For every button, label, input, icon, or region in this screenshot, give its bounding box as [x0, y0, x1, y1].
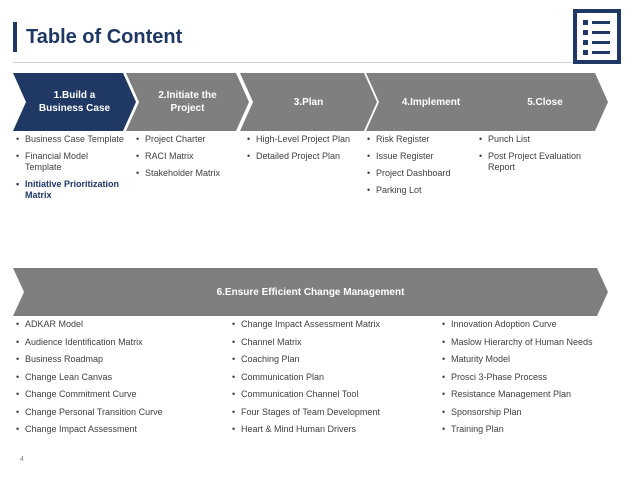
phase-initiate-project: 2.Initiate the Project: [126, 73, 249, 131]
list-item: Audience Identification Matrix: [16, 337, 216, 348]
list-item: Coaching Plan: [232, 354, 432, 365]
list-item: Change Impact Assessment Matrix: [232, 319, 432, 330]
title-accent-bar: [13, 22, 17, 52]
phase-implement: 4.Implement: [366, 73, 496, 131]
list-item: Issue Register: [367, 151, 472, 162]
list-item: Channel Matrix: [232, 337, 432, 348]
checklist-icon: [573, 9, 621, 64]
phase-build-business-case: 1.Build a Business Case: [13, 73, 136, 131]
list-item: Sponsorship Plan: [442, 407, 622, 418]
change-management-column-3: Innovation Adoption Curve Maslow Hierarc…: [442, 319, 622, 442]
list-item: Communication Plan: [232, 372, 432, 383]
page-title: Table of Content: [26, 26, 183, 48]
title-divider: [13, 62, 573, 63]
list-item: ADKAR Model: [16, 319, 216, 330]
page-number: 4: [20, 456, 24, 463]
list-item: Training Plan: [442, 424, 622, 435]
list-item: Change Personal Transition Curve: [16, 407, 216, 418]
phase-plan: 3.Plan: [240, 73, 377, 131]
list-item: Maslow Hierarchy of Human Needs: [442, 337, 622, 348]
list-item: Financial Model Template: [16, 151, 124, 173]
list-item: Business Case Template: [16, 134, 124, 145]
list-item: Resistance Management Plan: [442, 389, 622, 400]
phase-label: 1.Build a Business Case: [38, 90, 111, 114]
list-item: Post Project Evaluation Report: [479, 151, 599, 173]
phase-label: 2.Initiate the Project: [158, 90, 217, 114]
list-item: Change Lean Canvas: [16, 372, 216, 383]
phase-items-build-business-case: Business Case Template Financial Model T…: [16, 134, 124, 207]
list-item: High-Level Project Plan: [247, 134, 357, 145]
phase-items-implement: Risk Register Issue Register Project Das…: [367, 134, 472, 202]
phase-label: 5.Close: [527, 96, 563, 108]
change-management-column-2: Change Impact Assessment Matrix Channel …: [232, 319, 432, 442]
list-item: Maturity Model: [442, 354, 622, 365]
list-item: RACI Matrix: [136, 151, 240, 162]
change-management-column-1: ADKAR Model Audience Identification Matr…: [16, 319, 216, 442]
phase-items-close: Punch List Post Project Evaluation Repor…: [479, 134, 599, 179]
list-item: Four Stages of Team Development: [232, 407, 432, 418]
list-item: Detailed Project Plan: [247, 151, 357, 162]
list-item: Business Roadmap: [16, 354, 216, 365]
list-item: Punch List: [479, 134, 599, 145]
list-item: Change Commitment Curve: [16, 389, 216, 400]
list-item: Change Impact Assessment: [16, 424, 216, 435]
list-item: Project Dashboard: [367, 168, 472, 179]
phase-close: 5.Close: [482, 73, 608, 131]
list-item: Innovation Adoption Curve: [442, 319, 622, 330]
phase-arrow-shape: [482, 73, 608, 131]
list-item: Heart & Mind Human Drivers: [232, 424, 432, 435]
list-item: Prosci 3-Phase Process: [442, 372, 622, 383]
phase-label: 3.Plan: [293, 96, 324, 108]
list-item: Stakeholder Matrix: [136, 168, 240, 179]
phase-arrow-shape: [126, 73, 249, 131]
phase-arrow-shape: [240, 73, 377, 131]
change-management-arrow: [13, 268, 608, 316]
list-item: Project Charter: [136, 134, 240, 145]
phase-arrow-shape: [13, 73, 136, 131]
list-item-highlighted: Initiative Prioritization Matrix: [16, 179, 124, 201]
phase-label: 4.Implement: [401, 96, 461, 108]
list-item: Parking Lot: [367, 185, 472, 196]
phase-items-initiate-project: Project Charter RACI Matrix Stakeholder …: [136, 134, 240, 185]
change-management-label: 6.Ensure Efficient Change Management: [216, 286, 405, 298]
phase-arrow-shape: [366, 73, 496, 131]
phase-items-plan: High-Level Project Plan Detailed Project…: [247, 134, 357, 168]
list-item: Communication Channel Tool: [232, 389, 432, 400]
list-item: Risk Register: [367, 134, 472, 145]
